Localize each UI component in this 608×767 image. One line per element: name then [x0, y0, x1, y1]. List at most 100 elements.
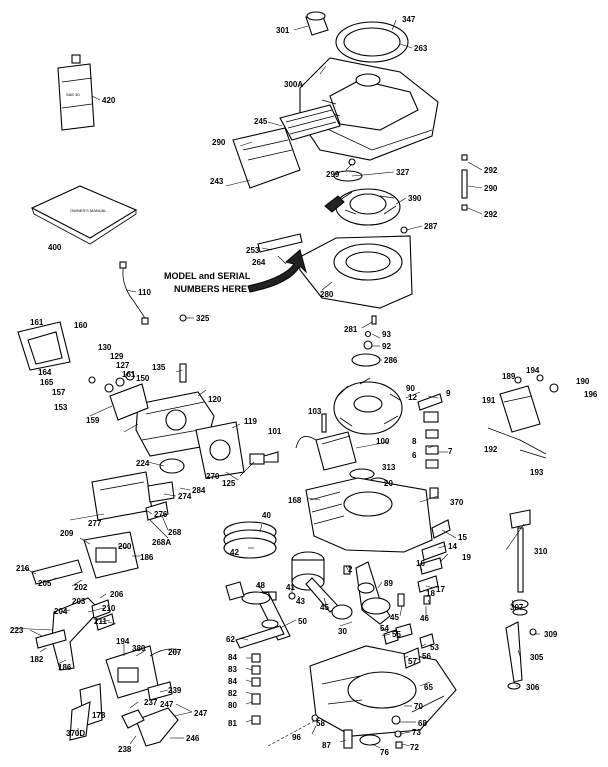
callout-label: 119	[244, 417, 257, 426]
callout-label: 19	[462, 553, 471, 562]
callout-label: 150	[136, 374, 150, 383]
callout-label: 246	[186, 734, 200, 743]
callout-label: 390	[408, 194, 422, 203]
air-intake-elbow	[121, 707, 179, 747]
callout-label: 300A	[284, 80, 303, 89]
intake-gasket	[159, 458, 185, 474]
callout-label: 292	[484, 210, 498, 219]
callout-label: 70	[414, 702, 423, 711]
control-bracket	[257, 233, 303, 253]
flywheel	[333, 377, 403, 435]
callout-label: 62	[226, 635, 235, 644]
callout-label: 325	[196, 314, 210, 323]
callout-label: 89	[384, 579, 393, 588]
callout-label: 313	[382, 463, 396, 472]
callout-label: 270	[206, 472, 220, 481]
callout-label: 192	[484, 445, 498, 454]
callout-label: 16	[416, 559, 425, 568]
callout-label: 247	[194, 709, 208, 718]
fuel-cap	[305, 11, 329, 36]
callout-label: 83	[228, 665, 237, 674]
cylinder-head	[135, 391, 215, 457]
callout-label: 17	[436, 585, 445, 594]
callout-label: 45	[320, 603, 329, 612]
callout-label: 68	[418, 719, 427, 728]
callout-label: 2	[348, 565, 353, 574]
callout-label: 292	[484, 166, 498, 175]
callout-label: 159	[86, 416, 100, 425]
callout-label: 245	[254, 117, 268, 126]
callout-label: 30	[338, 627, 347, 636]
callout-label: 164	[38, 368, 52, 377]
callout-label: 216	[16, 564, 30, 573]
callout-label: 239	[168, 686, 182, 695]
callout-label: 276	[154, 510, 168, 519]
callout-label: 190	[576, 377, 590, 386]
callout-label: 96	[292, 733, 301, 742]
callout-label: 284	[192, 486, 206, 495]
callout-label: 253	[246, 246, 260, 255]
callout-label: 161	[122, 370, 136, 379]
shroud-fuel-tank-assembly	[299, 57, 439, 161]
valve-cover-plate	[109, 383, 149, 421]
callout-label: 299	[326, 170, 340, 179]
callout-label: 57	[408, 657, 417, 666]
callout-label: 287	[424, 222, 438, 231]
callout-label: 80	[228, 701, 237, 710]
callout-label: 18	[426, 589, 435, 598]
callout-label: 14	[448, 542, 457, 551]
callout-label: 268A	[152, 538, 171, 547]
control-panel-bracket	[499, 385, 541, 433]
callout-label: 41	[286, 583, 295, 592]
callout-label: 12	[408, 393, 417, 402]
callout-label: 210	[102, 604, 116, 613]
callout-label: 202	[74, 583, 88, 592]
callout-label: 160	[74, 321, 88, 330]
callout-label: 277	[88, 519, 102, 528]
callout-label: 100	[376, 437, 390, 446]
callout-label: 196	[584, 390, 598, 399]
callout-label: 90	[406, 384, 415, 393]
callout-label: 205	[38, 579, 52, 588]
callout-label: 161	[30, 318, 44, 327]
callout-label: 380	[132, 644, 146, 653]
callout-label: 194	[116, 637, 130, 646]
callout-label: 43	[296, 597, 305, 606]
callout-label: 306	[526, 683, 540, 692]
callout-label: 54	[380, 624, 389, 633]
recoil-starter	[335, 188, 401, 226]
callout-label: 125	[222, 479, 236, 488]
connecting-rod	[305, 577, 353, 620]
callout-label: 182	[30, 655, 44, 664]
spark-plug	[249, 451, 279, 465]
callout-label: 110	[138, 288, 151, 297]
callout-label: 203	[72, 597, 86, 606]
callout-label: 8	[412, 437, 417, 446]
callout-label: 290	[484, 184, 498, 193]
blower-housing	[297, 235, 413, 309]
callout-label: 73	[412, 728, 421, 737]
callout-label: 53	[430, 643, 439, 652]
callout-label: 204	[54, 607, 68, 616]
ground-wire	[119, 261, 149, 325]
callout-label: 370	[450, 498, 464, 507]
callout-label: 81	[228, 719, 237, 728]
callout-label: 301	[276, 26, 290, 35]
callout-label: 84	[228, 677, 237, 686]
cylinder-block	[305, 477, 433, 553]
callout-label: 20	[384, 479, 393, 488]
callout-label: 264	[252, 258, 266, 267]
callout-label: 7	[448, 447, 453, 456]
callout-label: 309	[544, 630, 558, 639]
callout-label: 9	[446, 389, 451, 398]
callout-label: 178	[92, 711, 106, 720]
callout-label: 268	[168, 528, 182, 537]
callout-label: 76	[380, 748, 389, 757]
oil-fill-tube	[505, 621, 523, 683]
owners-manual-label: OWNER'S MANUAL	[70, 208, 107, 213]
callout-label: 281	[344, 325, 358, 334]
callout-label: 65	[424, 683, 433, 692]
callout-label: 238	[118, 745, 132, 754]
